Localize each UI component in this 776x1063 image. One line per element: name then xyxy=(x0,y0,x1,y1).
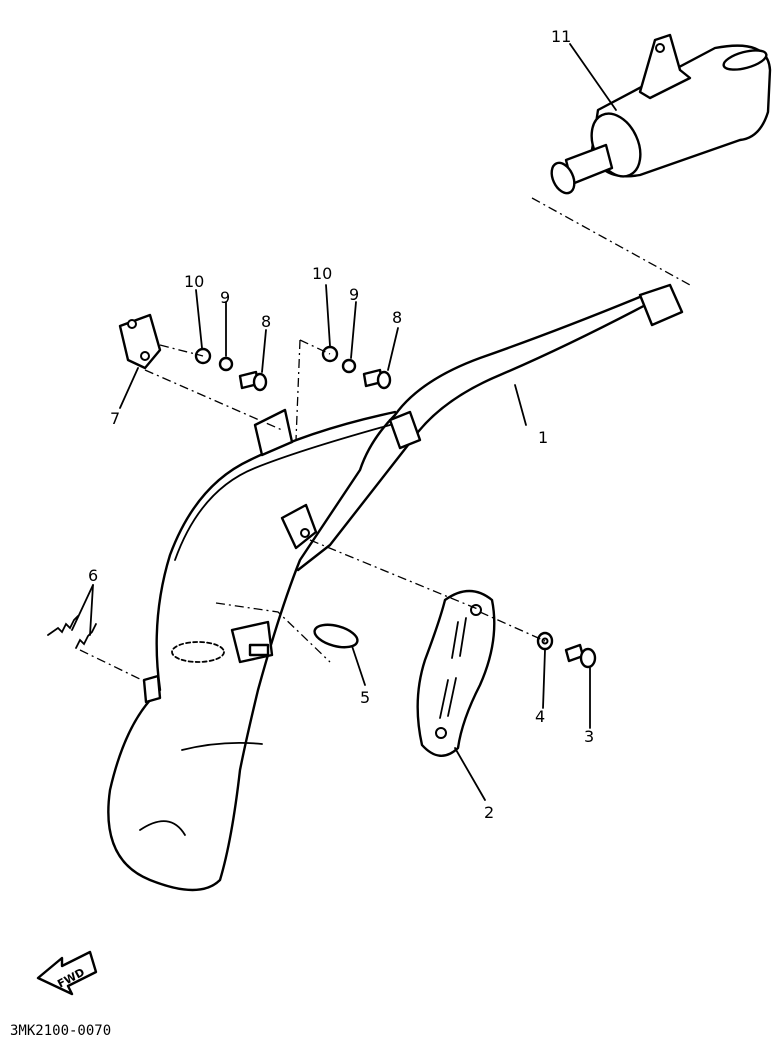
callout-8-right: 8 xyxy=(392,308,402,327)
part-4-washer xyxy=(536,631,554,651)
diagram-code: 3MK2100-0070 xyxy=(10,1023,111,1039)
callout-6: 6 xyxy=(88,566,98,585)
fwd-arrow-icon: FWD xyxy=(36,950,98,996)
callout-10-right: 10 xyxy=(312,264,332,283)
alignment-line-silencer xyxy=(531,197,691,286)
mount-hardware-left xyxy=(194,347,268,392)
part-6-springs xyxy=(47,615,97,649)
callout-7: 7 xyxy=(110,409,120,428)
part-1-exhaust-pipe xyxy=(107,283,684,892)
callout-9-right: 9 xyxy=(349,285,359,304)
callout-1: 1 xyxy=(538,428,548,447)
callout-5: 5 xyxy=(360,688,370,707)
part-3-bolt xyxy=(564,643,597,669)
callout-9-left: 9 xyxy=(220,288,230,307)
callout-10-left: 10 xyxy=(184,272,204,291)
part-11-silencer xyxy=(550,33,772,195)
callout-3: 3 xyxy=(584,727,594,746)
part-5-gasket xyxy=(313,623,359,649)
callout-8-left: 8 xyxy=(261,312,271,331)
callout-11: 11 xyxy=(551,27,571,46)
callout-4: 4 xyxy=(535,707,545,726)
leader-lines xyxy=(71,43,617,801)
part-7-bracket xyxy=(118,313,162,370)
part-2-heat-protector xyxy=(416,589,496,757)
mount-hardware-right xyxy=(321,345,392,390)
callout-2: 2 xyxy=(484,803,494,822)
assembly-guide-lines xyxy=(79,339,546,683)
